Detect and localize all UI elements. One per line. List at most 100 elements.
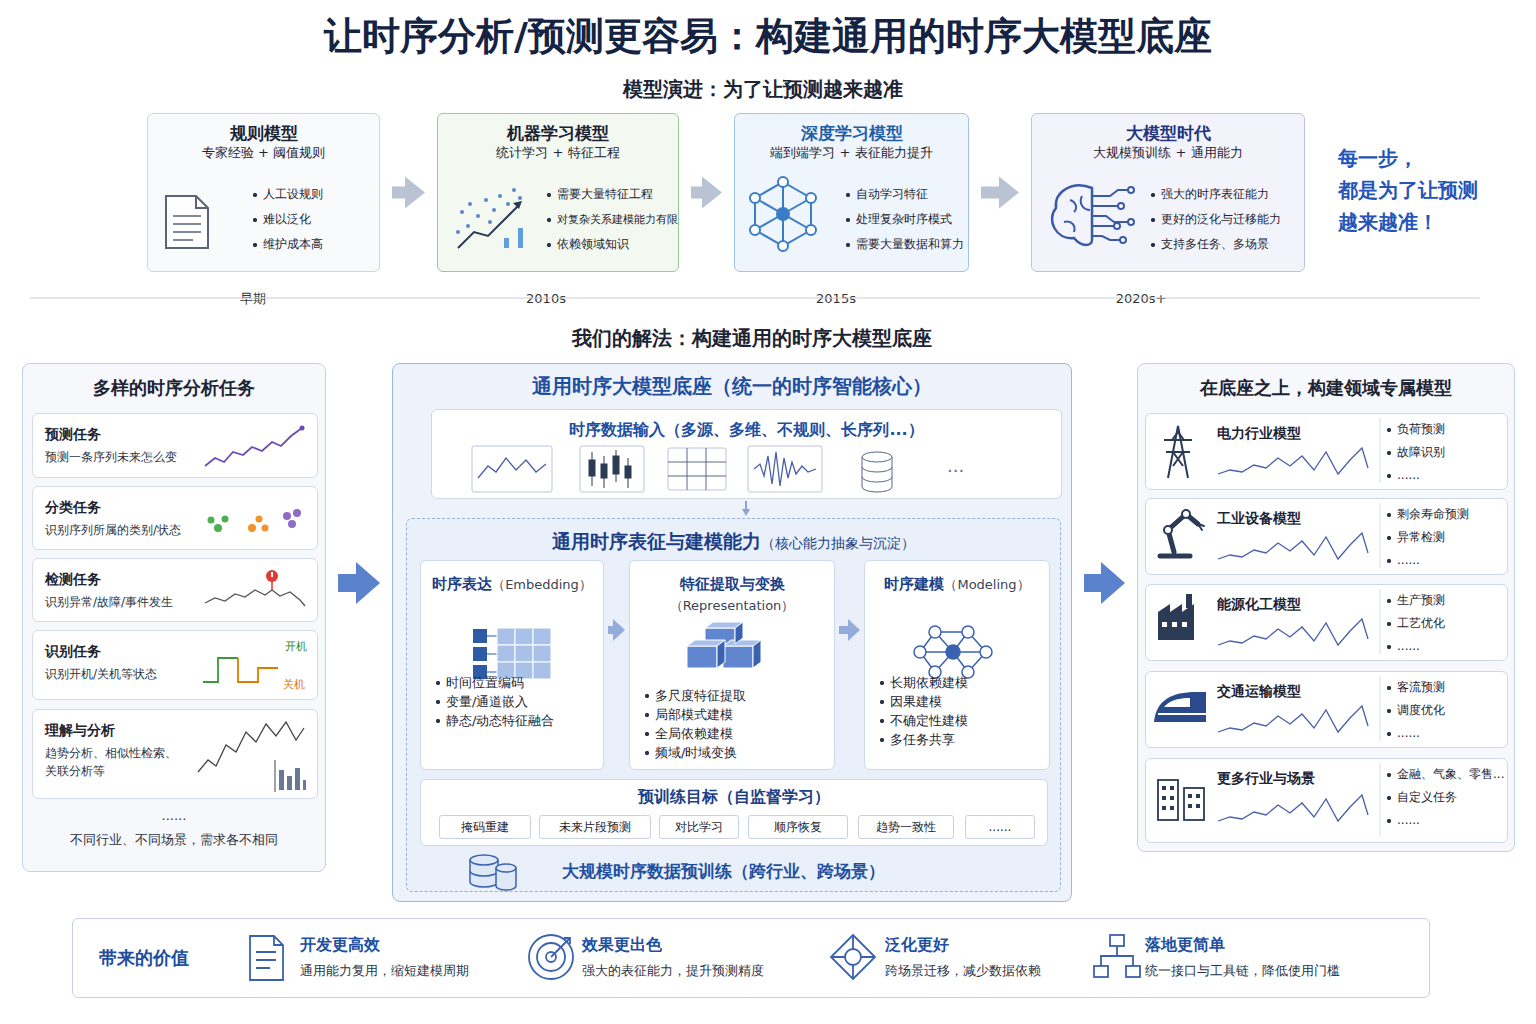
scatter-icon (504, 238, 509, 248)
feature-cubes (687, 646, 717, 668)
value-item: 开发更高效通用能力复用，缩短建模周期 (246, 927, 508, 989)
bullet-item: 需要大量数据和算力 (845, 232, 960, 257)
bullet-item: 因果建模 (879, 692, 1049, 711)
bullet-item: 更好的泛化与迁移能力 (1150, 207, 1296, 232)
bullet-item: 依赖领域知识 (546, 232, 670, 257)
box-text: 不同行业、不同场景，需求各不相同 (23, 828, 325, 852)
section-heading: 模型演进：为了让预测越来越准 (623, 76, 903, 102)
box-text: ... (947, 454, 987, 478)
brain-icon (1114, 223, 1120, 229)
text-group: 负荷预测故障识别...... (1386, 418, 1506, 487)
embedding-icon (515, 628, 533, 645)
input-icons (862, 452, 892, 462)
box-title: 更多行业与场景 (1217, 768, 1507, 788)
column-dividers (1380, 589, 1381, 654)
box-subtitle: （Representation） (670, 596, 795, 616)
box-text: ...... (23, 804, 325, 828)
buildings-icon (1162, 796, 1166, 800)
anomaly-chart (271, 572, 273, 577)
era-card: 深度学习模型端到端学习 + 表征能力提升自动学习特征处理复杂时序模式需要大量数据… (734, 113, 969, 272)
cluster-dots (222, 516, 229, 523)
box-subtitle: 强大的表征能力，提升预测精度 (582, 962, 800, 980)
network-icon (778, 241, 788, 251)
value-item: 落地更简单统一接口与工具链，降低使用门槛 (1091, 927, 1411, 989)
box-title: 电力行业模型 (1217, 423, 1507, 443)
bullet-item: 处理复杂时序模式 (845, 207, 960, 232)
box-subtitle: （Modeling） (944, 575, 1029, 595)
scatter-icon (466, 224, 470, 228)
cluster-dots (288, 520, 296, 528)
box-title: 理解与分析 (45, 720, 305, 740)
network-icon (777, 208, 789, 220)
box-title: 落地更简单 (1145, 934, 1411, 956)
bullet-item: 人工设规则 (252, 182, 371, 207)
text-group: 客流预测调度优化...... (1386, 676, 1506, 745)
train-icon (1158, 713, 1206, 715)
graph-icon (946, 645, 960, 659)
box-title: 工业设备模型 (1217, 508, 1507, 528)
box-text: 掩码重建 (440, 816, 530, 838)
box-text: 趋势一致性 (859, 816, 953, 838)
box-subtitle: 预测一条序列未来怎么变 (45, 448, 305, 466)
bullet-item: 长期依赖建模 (879, 673, 1049, 692)
scatter-icon (518, 228, 523, 248)
trend-chart (279, 770, 284, 790)
input-icons (668, 448, 726, 490)
factory-icon (1182, 622, 1187, 627)
pretrain-band: 大规模时序数据预训练（跨行业、跨场景） (457, 854, 1057, 888)
network-icon (750, 225, 760, 235)
evolution-arrow (392, 177, 425, 209)
brain-icon (1128, 219, 1134, 225)
buildings-icon (1196, 794, 1200, 798)
flow-arrow (338, 562, 380, 604)
box-subtitle: 识别序列所属的类别/状态 (45, 521, 305, 539)
box-text: ...... (966, 816, 1034, 838)
embedding-icon (473, 628, 551, 679)
feature-cubes (717, 640, 725, 668)
box-title: 时序建模 (884, 573, 944, 595)
bullet-item: 变量/通道嵌入 (435, 692, 603, 711)
scatter-icon (492, 208, 496, 212)
input-icons (601, 464, 607, 478)
arrow-head (405, 177, 425, 209)
module-card: 时序建模（Modeling）长期依赖建模因果建模不确定性建模多任务共享 (864, 560, 1050, 770)
value-item: 效果更出色强大的表征能力，提升预测精度 (528, 927, 800, 989)
column-dividers (1380, 763, 1381, 836)
scatter-icon (488, 220, 492, 224)
box-title: 通用时序表征与建模能力 (552, 527, 761, 555)
cluster-dots (262, 525, 269, 532)
embedding-icon (473, 629, 487, 643)
label-holder: 每一步， 都是为了让预测 越来越准！ (1338, 142, 1498, 238)
network-icon (750, 193, 760, 203)
bullet-item: 需要大量特征工程 (546, 182, 670, 207)
box-subtitle: 统一接口与工具链，降低使用门槛 (1145, 962, 1411, 980)
task-card: 预测任务预测一条序列未来怎么变 (32, 413, 318, 478)
era-card: 大模型时代大规模预训练 + 通用能力强大的时序表征能力更好的泛化与迁移能力支持多… (1031, 113, 1305, 272)
box-title: 特征提取与变换 (680, 573, 785, 595)
robot-arm-icon (1182, 510, 1190, 518)
column-dividers (1380, 503, 1381, 568)
era-card: 机器学习模型统计学习 + 特征工程需要大量特征工程对复杂关系建模能力有限依赖领域… (437, 113, 679, 272)
box-text: 未来片段预测 (540, 816, 650, 838)
database-icon (470, 855, 498, 865)
factory-icon (1162, 622, 1187, 627)
box-title: 大规模时序数据预训练（跨行业、跨场景） (562, 858, 885, 884)
box-title: 机器学习模型 (446, 122, 670, 144)
arrow-head (702, 177, 722, 209)
task-panel: ......不同行业、不同场景，需求各不相同多样的时序分析任务预测任务预测一条序… (22, 363, 326, 872)
state-tag: 开机 (285, 639, 313, 655)
bullet-item: 客流预测 (1386, 676, 1506, 699)
bullet-item: 异常检测 (1386, 526, 1506, 549)
document-icon (173, 216, 201, 240)
scatter-icon (498, 194, 502, 198)
embedding-icon (533, 645, 551, 662)
text-group: 金融、气象、零售...自定义任务...... (1386, 763, 1506, 832)
database-icon (470, 871, 498, 876)
timeline (30, 297, 1480, 298)
slogan: 每一步， 都是为了让预测 越来越准！ (1338, 142, 1498, 238)
bullet-item: ...... (1386, 464, 1506, 487)
bullet-item: 局部模式建模 (644, 705, 834, 724)
bullet-item: 多尺度特征提取 (644, 686, 834, 705)
objective-chip: 对比学习 (659, 815, 739, 839)
box-title: 泛化更好 (885, 934, 1071, 956)
